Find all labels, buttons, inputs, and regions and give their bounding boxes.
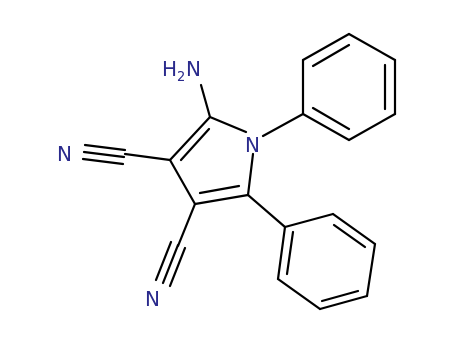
bond-c5-c4-inner xyxy=(198,184,241,195)
bond-n1-phenyl xyxy=(261,112,305,138)
bond-n1-c5 xyxy=(246,152,255,197)
amino-h: H xyxy=(162,57,177,81)
amino-label: H 2 N xyxy=(162,57,201,85)
bond-c5-c4 xyxy=(193,193,250,206)
bond-c3-cn xyxy=(123,152,172,162)
nitrile-lower: N xyxy=(145,202,197,311)
bond-c3-c2-inner xyxy=(179,127,211,162)
bond-c5-phenyl xyxy=(246,193,287,229)
bond-c4-cn xyxy=(176,202,197,248)
nitrile-nitrogen-upper: N xyxy=(57,142,72,166)
bond-c3-c2 xyxy=(168,115,212,162)
nitrile-upper: N xyxy=(57,142,172,166)
bond-c2-n1 xyxy=(208,115,248,134)
amino-subscript: 2 xyxy=(177,70,185,85)
bond-c2-nh2 xyxy=(199,83,212,119)
nitrile-nitrogen-lower: N xyxy=(145,287,160,311)
pyrrole-ring xyxy=(168,115,255,206)
ring-nitrogen: N xyxy=(245,133,260,157)
phenyl-ring-c xyxy=(276,212,377,311)
bond-c4-c3 xyxy=(168,158,197,206)
phenyl-ring-n xyxy=(301,32,397,142)
amino-n: N xyxy=(186,57,201,81)
